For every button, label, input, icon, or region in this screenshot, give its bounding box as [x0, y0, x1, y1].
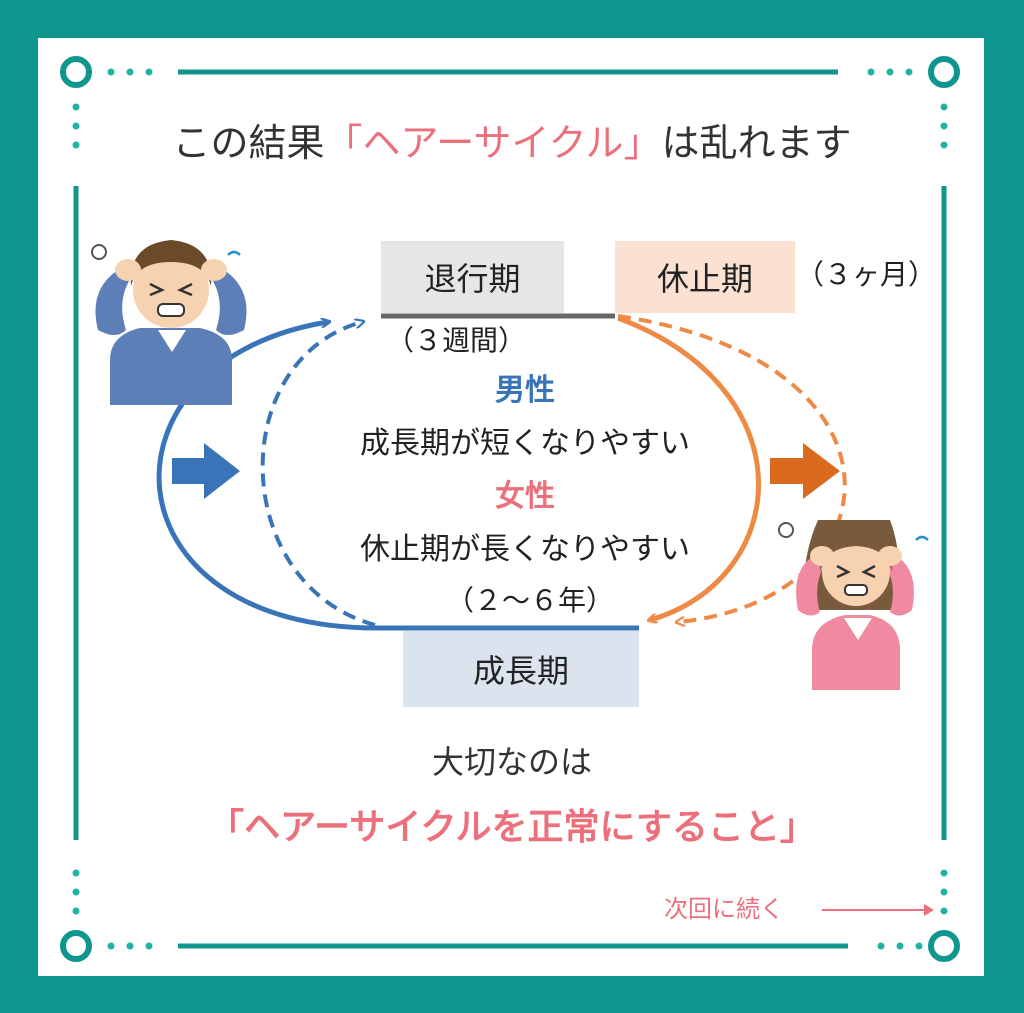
telogen-duration: （３ヶ月）	[796, 258, 937, 291]
conclusion-intro: 大切なのは	[431, 743, 592, 781]
male-label: 男性	[495, 373, 555, 408]
conclusion-main: 「ヘアーサイクルを正常にすること」	[208, 807, 816, 848]
phase-label-catagen: 退行期	[424, 260, 521, 298]
content-card	[38, 38, 984, 976]
title-pre: この結果	[172, 121, 325, 165]
title-highlight: 「ヘアーサイクル」	[324, 121, 662, 165]
blue-dashed-cycle-arrow	[260, 322, 376, 627]
phase-label-anagen: 成長期	[472, 652, 569, 690]
blue-solid-cycle-arrow	[156, 322, 381, 631]
female-label: 女性	[495, 479, 555, 514]
phase-label-telogen: 休止期	[656, 260, 753, 298]
orange-solid-cycle-arrow	[617, 315, 761, 620]
phase-box-telogen: 休止期	[615, 241, 795, 313]
catagen-duration: （３週間）	[386, 324, 527, 357]
male-text: 成長期が短くなりやすい	[360, 426, 690, 461]
orange-dashed-cycle-arrow	[617, 314, 847, 622]
orange-right-arrow-icon	[770, 443, 840, 499]
title-post: は乱れます	[661, 121, 852, 165]
next-link[interactable]: 次回に続く	[664, 895, 784, 923]
phase-box-catagen: 退行期	[381, 241, 564, 313]
phase-box-anagen: 成長期	[403, 631, 639, 707]
female-text: 休止期が長くなりやすい	[360, 532, 690, 567]
page-title: この結果「ヘアーサイクル」は乱れます	[0, 124, 1024, 162]
anagen-duration: （２〜６年）	[445, 584, 614, 617]
blue-right-arrow-icon	[172, 443, 240, 499]
